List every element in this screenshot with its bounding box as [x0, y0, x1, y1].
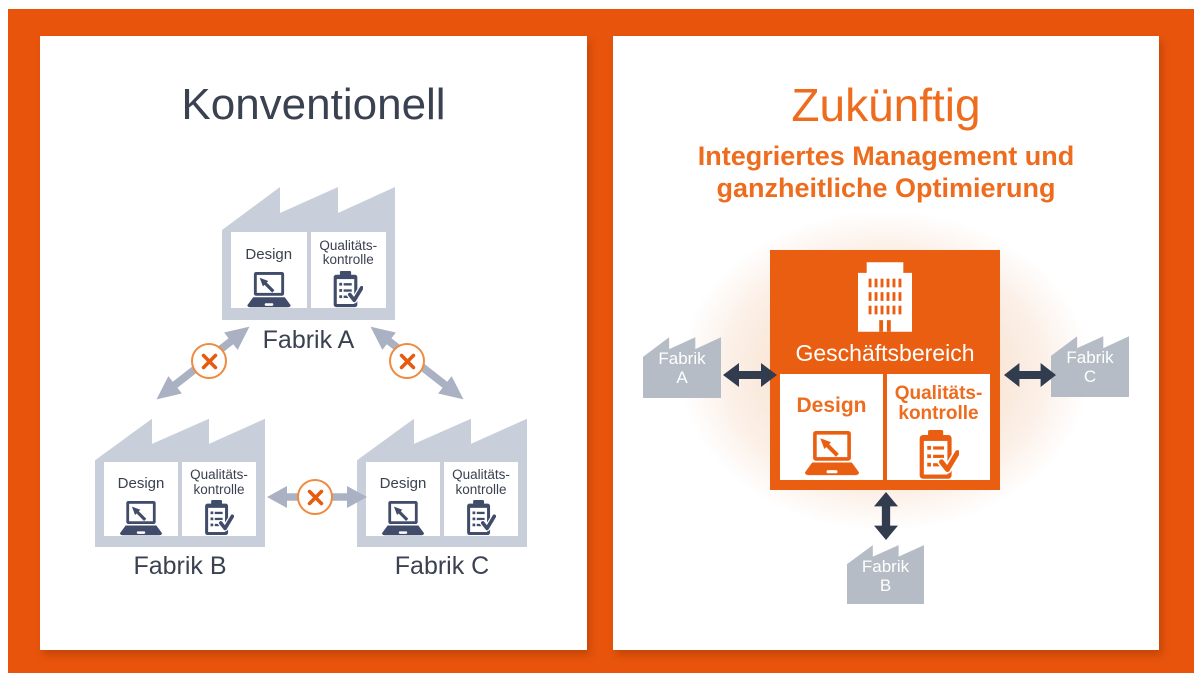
laptop-icon — [382, 501, 424, 536]
department-row: Design Qualitäts- kontrolle — [780, 374, 990, 480]
factory-c-caption: Fabrik C — [394, 552, 490, 580]
design-label-text: Design — [245, 245, 293, 263]
factory-word: Fabrik — [658, 349, 706, 368]
design-label: Design — [380, 468, 427, 499]
quality-label: Qualitäts- kontrolle — [895, 382, 983, 427]
double-arrow-center-b — [874, 492, 898, 540]
department-row: Design Qualitäts- kontrolle — [104, 462, 256, 536]
design-label: Design — [118, 468, 165, 499]
clipboard-icon — [919, 429, 959, 479]
factory-icon — [643, 337, 721, 398]
factory-c: Design Qualitäts- kontrolle — [357, 412, 527, 547]
quality-label: Qualitäts- kontrolle — [319, 238, 377, 269]
factory-a-small: Fabrik A — [643, 334, 721, 398]
department-row: Design Qualitäts- kontrolle — [231, 232, 386, 308]
factory-letter: A — [676, 368, 688, 387]
panel-zukuenftig: Zukünftig Integriertes Management und ga… — [613, 36, 1159, 650]
design-label-text: Design — [379, 475, 427, 493]
clipboard-icon — [467, 499, 496, 535]
dept-box-design: Design — [104, 462, 178, 536]
design-label-text: Design — [796, 393, 867, 417]
building-icon — [858, 262, 912, 332]
dept-box-quality: Qualitäts- kontrolle — [444, 462, 518, 536]
laptop-icon — [247, 272, 291, 308]
no-communication-icon — [191, 343, 227, 379]
factory-letter: B — [879, 576, 892, 595]
factory-word: Fabrik — [1066, 348, 1114, 367]
quality-label-line1: Qualitäts- — [894, 383, 983, 405]
quality-label-line2: kontrolle — [455, 481, 507, 497]
factory-c-small: Fabrik C — [1051, 333, 1129, 397]
factory-b-caption: Fabrik B — [133, 552, 227, 580]
no-communication-icon — [297, 479, 333, 515]
factory-b: Design Qualitäts- kontrolle — [95, 412, 265, 547]
panel-konventionell: Konventionell Design — [40, 36, 587, 650]
quality-label: Qualitäts- kontrolle — [190, 468, 248, 498]
quality-label-line1: Qualitäts- — [452, 467, 510, 483]
no-communication-icon — [389, 343, 425, 379]
laptop-icon — [804, 431, 859, 476]
factory-icon — [1051, 336, 1129, 397]
quality-label-line2: kontrolle — [322, 252, 374, 268]
dept-box-quality: Qualitäts- kontrolle — [310, 232, 386, 308]
right-panel-title: Zukünftig — [791, 79, 981, 131]
business-unit-label: Geschäftsbereich — [795, 340, 975, 366]
factory-a: Design Qualitäts- kontrolle — [222, 180, 395, 320]
factory-icon — [847, 545, 924, 604]
factory-letter: C — [1083, 367, 1097, 386]
double-arrow-a-center — [723, 363, 777, 387]
quality-label-line1: Qualitäts- — [190, 467, 248, 483]
factory-a-caption: Fabrik A — [262, 326, 355, 354]
dept-box-design: Design — [231, 232, 307, 308]
design-label: Design — [245, 238, 292, 270]
factory-b-small: Fabrik B — [847, 542, 924, 604]
factory-a-small-label: Fabrik A — [643, 334, 721, 398]
dept-box-quality: Qualitäts- kontrolle — [182, 462, 256, 536]
clipboard-icon — [333, 270, 364, 307]
dept-box-design: Design — [366, 462, 440, 536]
clipboard-icon — [205, 499, 234, 535]
quality-label: Qualitäts- kontrolle — [452, 468, 510, 498]
quality-label-line2: kontrolle — [898, 403, 979, 425]
left-panel-title: Konventionell — [181, 80, 446, 129]
factory-word: Fabrik — [861, 557, 910, 576]
factory-c-small-label: Fabrik C — [1051, 333, 1129, 397]
quality-label-line2: kontrolle — [193, 481, 245, 497]
dept-box-design: Design — [780, 374, 883, 480]
design-label-text: Design — [117, 475, 165, 493]
quality-label-line1: Qualitäts- — [319, 237, 378, 253]
department-row: Design Qualitäts- kontrolle — [366, 462, 518, 536]
double-arrow-center-c — [1004, 363, 1056, 387]
laptop-icon — [120, 501, 162, 536]
factory-b-small-label: Fabrik B — [847, 542, 924, 604]
dept-box-quality: Qualitäts- kontrolle — [887, 374, 990, 480]
subtitle-line1: Integriertes Management und — [697, 141, 1075, 171]
design-label: Design — [796, 382, 866, 428]
business-unit-box: Geschäftsbereich Design — [770, 250, 1000, 490]
